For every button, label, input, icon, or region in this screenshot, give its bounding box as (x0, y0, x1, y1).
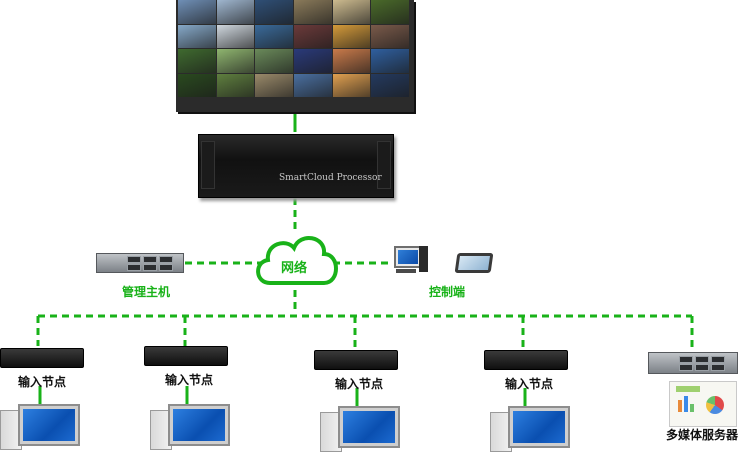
video-wall-tile (255, 0, 293, 24)
video-wall-tile (216, 49, 255, 73)
video-wall-tile (294, 73, 332, 97)
network-label: 网络 (281, 261, 308, 276)
video-wall-tile (255, 49, 293, 73)
control-end-label: 控制端 (429, 285, 466, 299)
video-wall-tile (178, 49, 216, 73)
smartcloud-processor: SmartCloud Processor (198, 134, 394, 198)
video-wall-tile (371, 49, 409, 73)
processor-brand-text: SmartCloud Processor (279, 173, 382, 183)
video-wall-tile (371, 73, 409, 97)
video-wall-display (176, 0, 414, 112)
management-host-server-icon (96, 253, 184, 273)
video-wall-tile (371, 0, 409, 24)
processor-rack-ear-right (377, 141, 391, 189)
multimedia-server-label: 多媒体服务器 (666, 428, 739, 442)
multimedia-report-image (669, 381, 737, 427)
input-node-label-1: 输入节点 (18, 375, 67, 389)
management-host-label: 管理主机 (122, 285, 171, 299)
video-wall-tile (294, 24, 332, 48)
video-wall-tile (371, 24, 409, 48)
video-wall-tile (255, 73, 293, 97)
video-wall-tile (216, 73, 255, 97)
video-wall-tile (332, 0, 371, 24)
video-wall-tile (216, 0, 255, 24)
video-wall-grid (178, 0, 409, 97)
video-wall-tile (178, 24, 216, 48)
input-node-label-2: 输入节点 (165, 373, 214, 387)
video-wall-tile (255, 24, 293, 48)
video-wall-tile (178, 73, 216, 97)
video-wall-tile (332, 24, 371, 48)
control-desktop-icon (394, 246, 428, 274)
video-wall-tile (332, 49, 371, 73)
input-node-label-4: 输入节点 (505, 377, 554, 391)
video-wall-tile (216, 24, 255, 48)
input-node-box-1 (0, 348, 84, 368)
input-node-box-2 (144, 346, 228, 366)
video-wall-tile (294, 0, 332, 24)
input-node-label-3: 输入节点 (335, 377, 384, 391)
multimedia-server-icon (648, 352, 738, 374)
input-node-box-4 (484, 350, 568, 370)
video-wall-tile (332, 73, 371, 97)
processor-rack-ear-left (201, 141, 215, 189)
input-node-box-3 (314, 350, 398, 370)
control-tablet-icon (454, 253, 494, 273)
network-cloud-icon (256, 236, 338, 285)
video-wall-tile (294, 49, 332, 73)
video-wall-tile (178, 0, 216, 24)
